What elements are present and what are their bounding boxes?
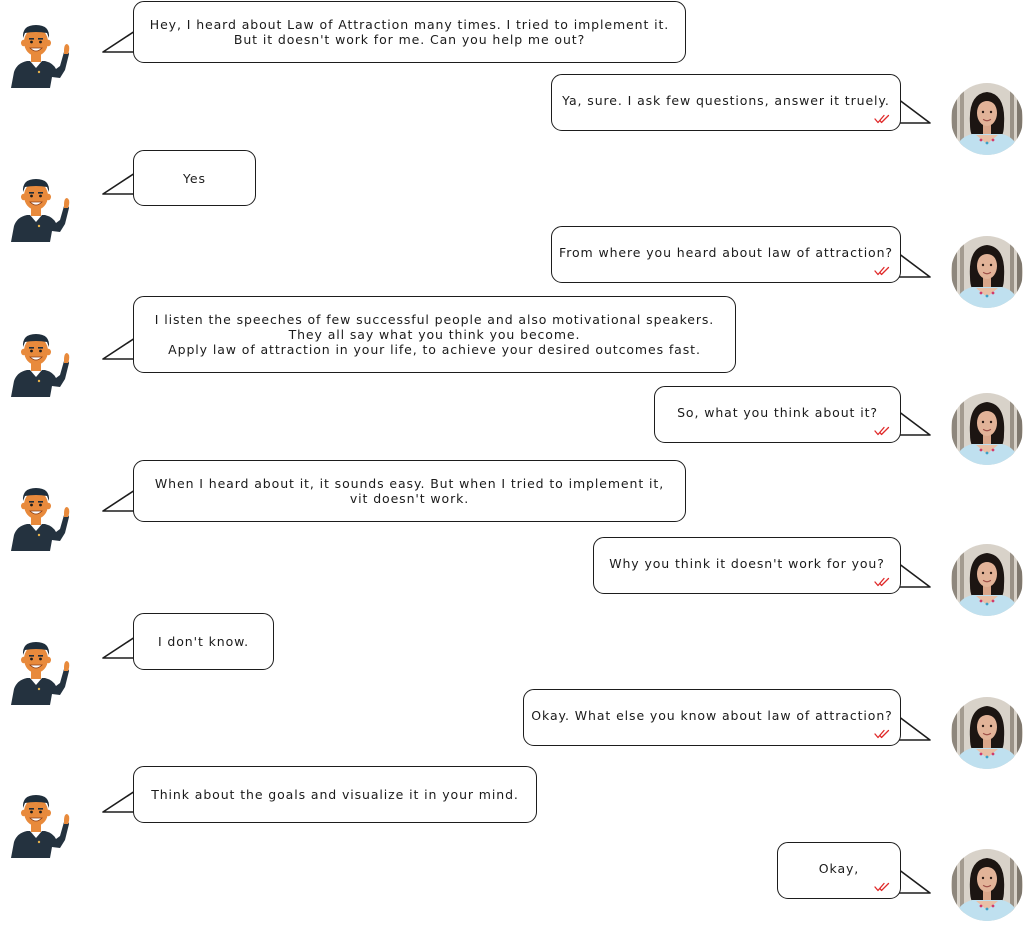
woman-photo-avatar[interactable] [950,848,1024,926]
cartoon-man-waving-icon [8,639,70,711]
double-check-icon [874,882,890,892]
message-text-line: They all say what you think you become. [288,327,581,342]
message-row: Hey, I heard about Law of Attraction man… [0,0,1024,92]
bubble-tail [897,98,931,124]
message-text-line: Hey, I heard about Law of Attraction man… [149,17,670,32]
message-text-line: Apply law of attraction in your life, to… [168,342,701,357]
message-text-line: Ya, sure. I ask few questions, answer it… [562,93,890,108]
chat-bubble-incoming[interactable]: When I heard about it, it sounds easy. B… [133,460,686,522]
chat-bubble-outgoing[interactable]: Okay, [777,842,901,899]
bubble-tail [102,636,136,659]
bubble-tail [102,172,136,195]
chat-bubble-outgoing[interactable]: From where you heard about law of attrac… [551,226,901,283]
message-text-line: Okay, [818,861,860,876]
double-check-icon [874,266,890,276]
woman-photo-avatar[interactable] [950,696,1024,774]
chat-bubble-incoming[interactable]: I listen the speeches of few successful … [133,296,736,373]
message-text-line: I listen the speeches of few successful … [154,312,715,327]
woman-photo-avatar[interactable] [950,235,1024,313]
chat-bubble-outgoing[interactable]: Okay. What else you know about law of at… [523,689,901,746]
bubble-tail [897,562,931,588]
message-text-line: Yes [183,170,206,186]
message-text-line: Okay. What else you know about law of at… [531,708,893,723]
message-row: So, what you think about it? [0,385,1024,475]
message-text-line: I don't know. [157,634,250,649]
message-text-line: Think about the goals and visualize it i… [151,787,519,802]
cartoon-man-waving-icon [8,485,70,557]
woman-photo-avatar[interactable] [950,392,1024,470]
chat-bubble-outgoing[interactable]: Why you think it doesn't work for you? [593,537,901,594]
cartoon-man-waving-icon [8,22,70,94]
bubble-tail [102,790,136,813]
cartoon-man-waving-icon [8,176,70,248]
message-row: Ya, sure. I ask few questions, answer it… [0,72,1024,162]
message-row: Okay, [0,840,1024,921]
woman-photo-avatar[interactable] [950,82,1024,160]
chat-bubble-incoming[interactable]: I don't know. [133,613,274,670]
chat-bubble-incoming[interactable]: Hey, I heard about Law of Attraction man… [133,1,686,63]
message-row: Why you think it doesn't work for you? [0,535,1024,625]
chat-bubble-outgoing[interactable]: So, what you think about it? [654,386,901,443]
message-row: I listen the speeches of few successful … [0,295,1024,400]
bubble-tail [897,252,931,278]
double-check-icon [874,426,890,436]
chat-bubble-incoming[interactable]: Yes [133,150,256,206]
message-row: Think about the goals and visualize it i… [0,764,1024,864]
chat-bubble-outgoing[interactable]: Ya, sure. I ask few questions, answer it… [551,74,901,131]
message-text-line: When I heard about it, it sounds easy. B… [154,476,665,491]
message-row: Okay. What else you know about law of at… [0,688,1024,778]
bubble-tail [897,410,931,436]
bubble-tail [102,337,136,360]
double-check-icon [874,577,890,587]
message-row: I don't know. [0,611,1024,705]
message-text-line: From where you heard about law of attrac… [559,245,893,260]
cartoon-man-waving-icon [8,792,70,864]
bubble-tail [102,489,136,512]
message-text-line: Why you think it doesn't work for you? [609,556,885,571]
woman-photo-avatar[interactable] [950,543,1024,621]
double-check-icon [874,729,890,739]
cartoon-man-waving-icon [8,331,70,403]
bubble-tail [897,715,931,741]
chat-bubble-incoming[interactable]: Think about the goals and visualize it i… [133,766,537,823]
message-row: When I heard about it, it sounds easy. B… [0,458,1024,558]
message-row: Yes [0,148,1024,242]
message-row: From where you heard about law of attrac… [0,224,1024,314]
message-text-line: vit doesn't work. [349,491,470,506]
bubble-tail [102,30,136,53]
double-check-icon [874,114,890,124]
message-text-line: So, what you think about it? [677,405,878,420]
bubble-tail [897,868,931,894]
message-text-line: But it doesn't work for me. Can you help… [233,32,586,47]
